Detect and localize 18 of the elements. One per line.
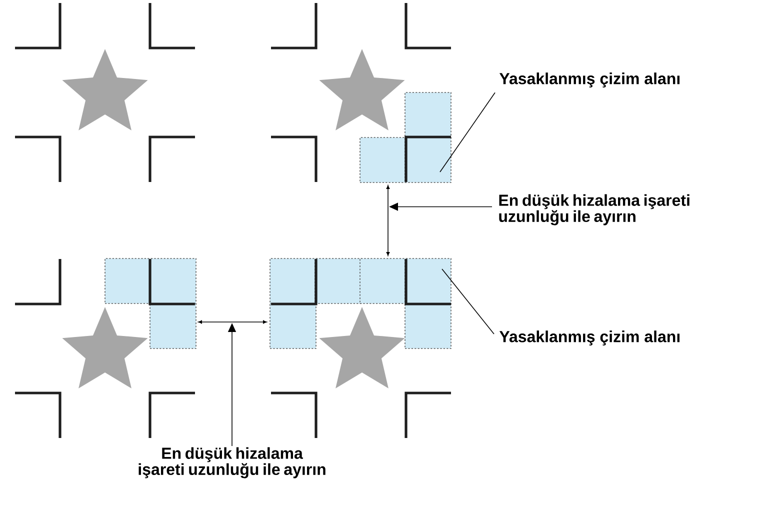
shaded-square bbox=[104, 258, 152, 304]
shaded-square bbox=[270, 303, 316, 349]
callout-text: Yasaklanmış çizim alanı bbox=[499, 330, 680, 346]
callout-text: En düşük hizalama işareti uzunluğu ile ayırın bbox=[499, 194, 690, 226]
callout-text: Yasaklanmış çizim alanı bbox=[499, 72, 680, 88]
shaded-square bbox=[360, 137, 406, 183]
shaded-square bbox=[404, 303, 452, 349]
shaded-square bbox=[314, 258, 362, 304]
star-shape bbox=[319, 49, 405, 130]
shaded-square bbox=[404, 92, 452, 138]
shaded-square bbox=[150, 303, 196, 349]
shaded-square bbox=[360, 258, 406, 304]
callout-text: En düşük hizalama işareti uzunluğu ile ayırın bbox=[138, 447, 326, 478]
star-shape bbox=[319, 307, 405, 388]
leader-line bbox=[440, 92, 496, 172]
leader-line bbox=[442, 268, 494, 334]
star-shape bbox=[62, 49, 148, 130]
star-shape bbox=[62, 307, 148, 388]
